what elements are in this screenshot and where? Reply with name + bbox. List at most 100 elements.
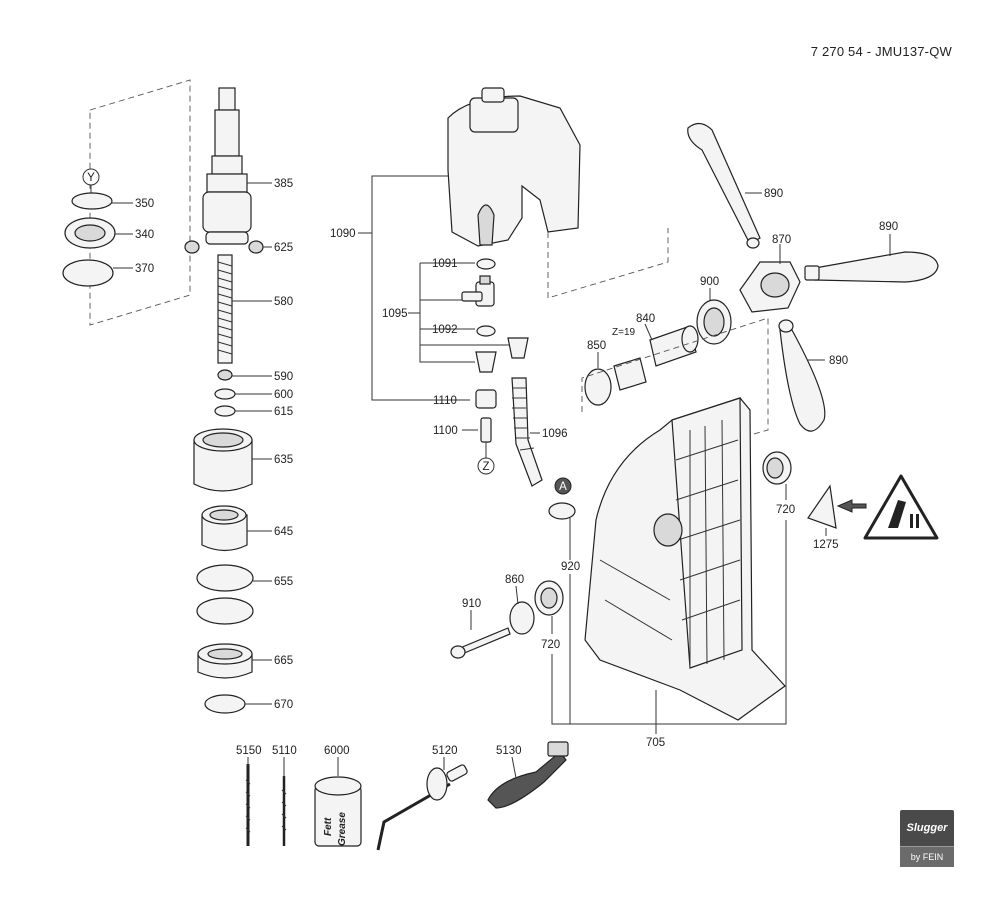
- pin-part-625-right: [248, 240, 264, 254]
- label-5120: 5120: [432, 745, 458, 757]
- drift-part-5150: [245, 764, 251, 846]
- label-370: 370: [135, 263, 154, 275]
- label-625: 625: [274, 242, 293, 254]
- screw-part-910: [450, 627, 511, 659]
- pin-part-5110: [281, 776, 287, 846]
- label-870: 870: [772, 234, 791, 246]
- leader-lines-right: [597, 192, 891, 368]
- label-5110: 5110: [272, 745, 297, 757]
- warning-label-part-1275: [807, 484, 837, 529]
- label-5150: 5150: [236, 745, 262, 757]
- label-900: 900: [700, 276, 719, 288]
- label-635: 635: [274, 454, 293, 466]
- marker-a-label: A: [559, 481, 567, 493]
- oring-part-1091: [476, 258, 496, 270]
- tube-part-1100: [480, 417, 492, 443]
- label-910: 910: [462, 598, 481, 610]
- label-720-right: 720: [776, 504, 795, 516]
- spring-part-580: [217, 254, 233, 364]
- marker-y-label: Y: [87, 172, 95, 184]
- label-850: 850: [587, 340, 606, 352]
- label-1095: 1095: [382, 308, 408, 320]
- label-1092: 1092: [432, 324, 458, 336]
- circlip-part-350: [71, 192, 113, 210]
- handle-part-890-bottom: [778, 319, 826, 432]
- label-6000: 6000: [324, 745, 350, 757]
- right-dashed-outline: [581, 317, 769, 441]
- label-590: 590: [274, 371, 293, 383]
- grease-can-text-grease: Grease: [337, 812, 348, 846]
- tank-dashed-outline: [547, 228, 669, 299]
- washer-part-920: [548, 502, 576, 520]
- slugger-by-fein-logo: Slugger by FEIN: [900, 810, 954, 867]
- marker-a: [554, 477, 572, 495]
- nut-part-1110: [475, 389, 497, 409]
- label-350: 350: [135, 198, 154, 210]
- hose-part-1096: [511, 377, 543, 487]
- leader-lines-accessories: [247, 756, 517, 779]
- handle-part-890-top: [687, 122, 761, 249]
- label-1091: 1091: [432, 258, 458, 270]
- scale-ring-part-900: [696, 299, 732, 345]
- leader-lines-bottom-mid: [470, 520, 787, 734]
- spindle-part-385: [202, 87, 252, 245]
- label-580: 580: [274, 296, 293, 308]
- handle-part-890-right: [804, 251, 939, 283]
- cap-part-720-left: [534, 580, 564, 616]
- label-340: 340: [135, 229, 154, 241]
- grease-can-part-6000: Fett Grease: [314, 776, 362, 847]
- washer-part-600: [214, 388, 236, 400]
- circlip-part-615: [214, 405, 236, 417]
- logo-sub: by FEIN: [900, 846, 954, 867]
- label-920: 920: [561, 561, 580, 573]
- label-705: 705: [646, 737, 665, 749]
- coolant-tank-part-1090: [447, 87, 581, 247]
- label-z19: Z=19: [612, 327, 636, 338]
- cap-part-720-right: [762, 451, 792, 485]
- grease-can-text-fett: Fett: [323, 817, 334, 836]
- arrow-icon: [836, 499, 867, 513]
- left-assembly-dashed-outline: [89, 79, 191, 326]
- label-1090: 1090: [330, 228, 356, 240]
- leader-lines-left: [112, 182, 272, 705]
- warning-sign-icon: [863, 474, 939, 540]
- label-840: 840: [636, 313, 655, 325]
- label-670: 670: [274, 699, 293, 711]
- hub-part-870: [739, 261, 801, 313]
- label-655: 655: [274, 576, 293, 588]
- label-1110: 1110: [433, 395, 457, 407]
- bearing-part-340: [64, 217, 116, 249]
- label-890-bottom: 890: [829, 355, 848, 367]
- document-code: 7 270 54 - JMU137-QW: [810, 44, 952, 59]
- bush-part-850: [584, 357, 647, 406]
- sleeve-part-665: [197, 643, 253, 679]
- nozzle-part-right: [507, 337, 529, 359]
- strap-part-5130: [487, 741, 569, 809]
- label-720-left: 720: [541, 639, 560, 651]
- circlip-part-860: [509, 601, 535, 635]
- label-890-top: 890: [764, 188, 783, 200]
- nozzle-part-left: [475, 351, 497, 373]
- pin-part-625-left: [184, 240, 200, 254]
- oring-part-1092: [476, 325, 496, 337]
- ring-part-670: [204, 694, 246, 714]
- ring-part-370: [62, 259, 114, 287]
- label-1100: 1100: [433, 425, 458, 437]
- pinion-part-840: [649, 325, 699, 367]
- label-1275: 1275: [813, 539, 839, 551]
- label-5130: 5130: [496, 745, 522, 757]
- column-part-705: [584, 397, 786, 721]
- valve-part-1095: [461, 275, 495, 307]
- label-600: 600: [274, 389, 293, 401]
- sleeve-part-645: [201, 505, 248, 552]
- sleeve-part-635: [193, 428, 253, 492]
- ball-part-590: [217, 369, 233, 381]
- marker-z-label: Z: [482, 461, 489, 473]
- label-385: 385: [274, 178, 293, 190]
- label-615: 615: [274, 406, 293, 418]
- logo-brand: Slugger: [900, 810, 954, 846]
- label-1096: 1096: [542, 428, 568, 440]
- label-665: 665: [274, 655, 293, 667]
- label-890-right: 890: [879, 221, 898, 233]
